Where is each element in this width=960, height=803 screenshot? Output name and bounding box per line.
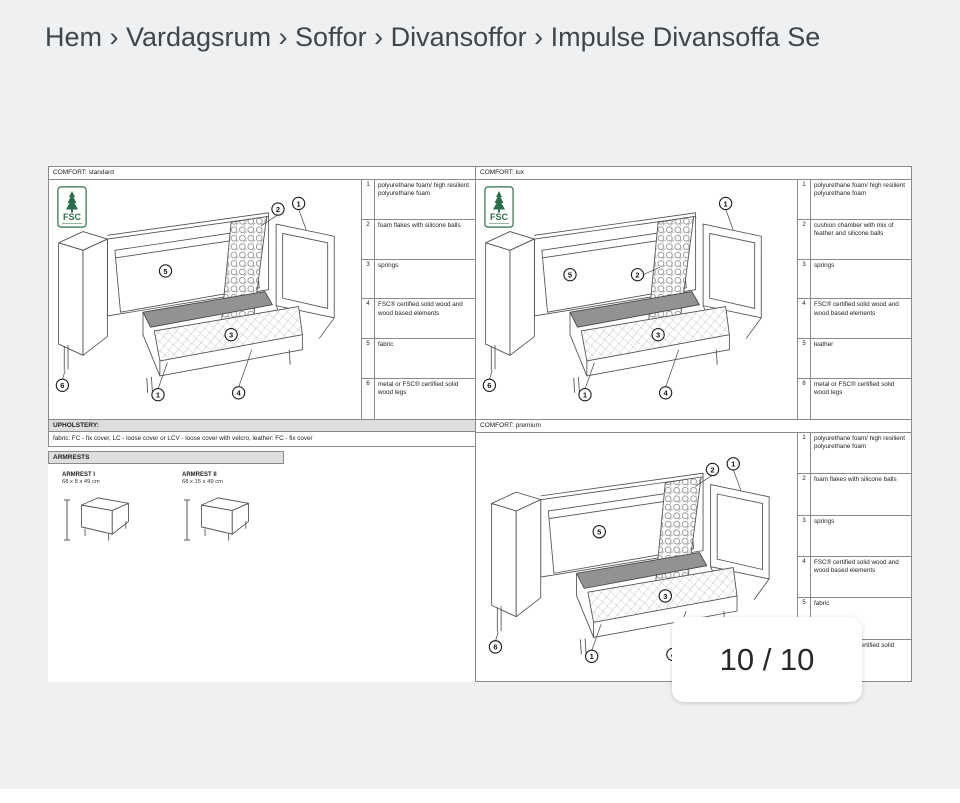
svg-text:2: 2	[710, 465, 714, 474]
svg-text:6: 6	[487, 381, 491, 390]
armrests-row: ARMREST I 68 x 8 x 49 cm ARMREST II 68 x…	[48, 464, 476, 542]
svg-text:1: 1	[583, 391, 587, 400]
armrest-dimensions: 68 x 15 x 49 cm	[182, 479, 223, 485]
upholstery-header: UPHOLSTERY:	[48, 419, 476, 432]
comfort-panel-lux: COMFORT: lux FSC 1 2 5	[475, 166, 912, 420]
upholstery-text: fabric: FC - fix cover, LC - loose cover…	[48, 432, 476, 447]
svg-text:3: 3	[663, 592, 667, 601]
svg-text:4: 4	[664, 389, 669, 398]
sofa-diagram-standard: 2 1 5 3 1 4 6	[55, 196, 353, 402]
armrest-drawing	[76, 490, 134, 542]
armrest-item-1: ARMREST I 68 x 8 x 49 cm	[62, 472, 134, 542]
svg-text:1: 1	[156, 391, 160, 400]
next-section-strip	[0, 789, 960, 803]
callouts: 2 1 5 3 1 4 6	[55, 196, 307, 402]
panel-header-standard: COMFORT: standard	[49, 167, 475, 180]
height-bracket-icon	[64, 499, 70, 541]
svg-text:4: 4	[237, 389, 242, 398]
comfort-panel-standard: COMFORT: standard FSC 2 1 5	[48, 166, 476, 420]
fsc-logo: FSC	[484, 186, 514, 228]
fsc-label: FSC	[490, 212, 509, 222]
sofa-diagram-lux: 1 2 5 3 1 4 6	[482, 196, 780, 402]
svg-text:1: 1	[731, 460, 735, 469]
callouts: 1 2 5 3 1 4 6	[482, 196, 734, 402]
svg-text:5: 5	[597, 528, 601, 537]
product-image-sheet[interactable]: COMFORT: standard FSC 2 1 5	[48, 166, 912, 682]
svg-text:5: 5	[163, 267, 167, 276]
breadcrumb[interactable]: Hem › Vardagsrum › Soffor › Divansoffor …	[45, 22, 821, 52]
svg-text:2: 2	[635, 271, 639, 280]
pagination-badge: 10 / 10	[672, 617, 862, 702]
fsc-label: FSC	[63, 212, 82, 222]
fsc-logo: FSC	[57, 186, 87, 228]
armrest-dimensions: 68 x 8 x 49 cm	[62, 479, 100, 485]
svg-text:1: 1	[297, 199, 301, 208]
svg-text:6: 6	[493, 643, 497, 652]
svg-text:6: 6	[60, 381, 64, 390]
upholstery-section: UPHOLSTERY: fabric: FC - fix cover, LC -…	[48, 419, 476, 682]
armrest-drawing	[196, 490, 254, 542]
svg-text:2: 2	[276, 205, 280, 214]
svg-text:1: 1	[590, 652, 594, 661]
svg-text:3: 3	[229, 331, 233, 340]
panel-header-premium: COMFORT: premium	[476, 420, 911, 433]
armrest-label: ARMREST II	[182, 472, 217, 478]
svg-text:3: 3	[656, 331, 660, 340]
height-bracket-icon	[184, 499, 190, 541]
armrest-label: ARMREST I	[62, 472, 95, 478]
panel-header-lux: COMFORT: lux	[476, 167, 911, 180]
armrest-item-2: ARMREST II 68 x 15 x 49 cm	[182, 472, 254, 542]
svg-text:5: 5	[568, 271, 572, 280]
armrests-header: ARMRESTS	[48, 451, 284, 464]
svg-text:1: 1	[724, 199, 728, 208]
